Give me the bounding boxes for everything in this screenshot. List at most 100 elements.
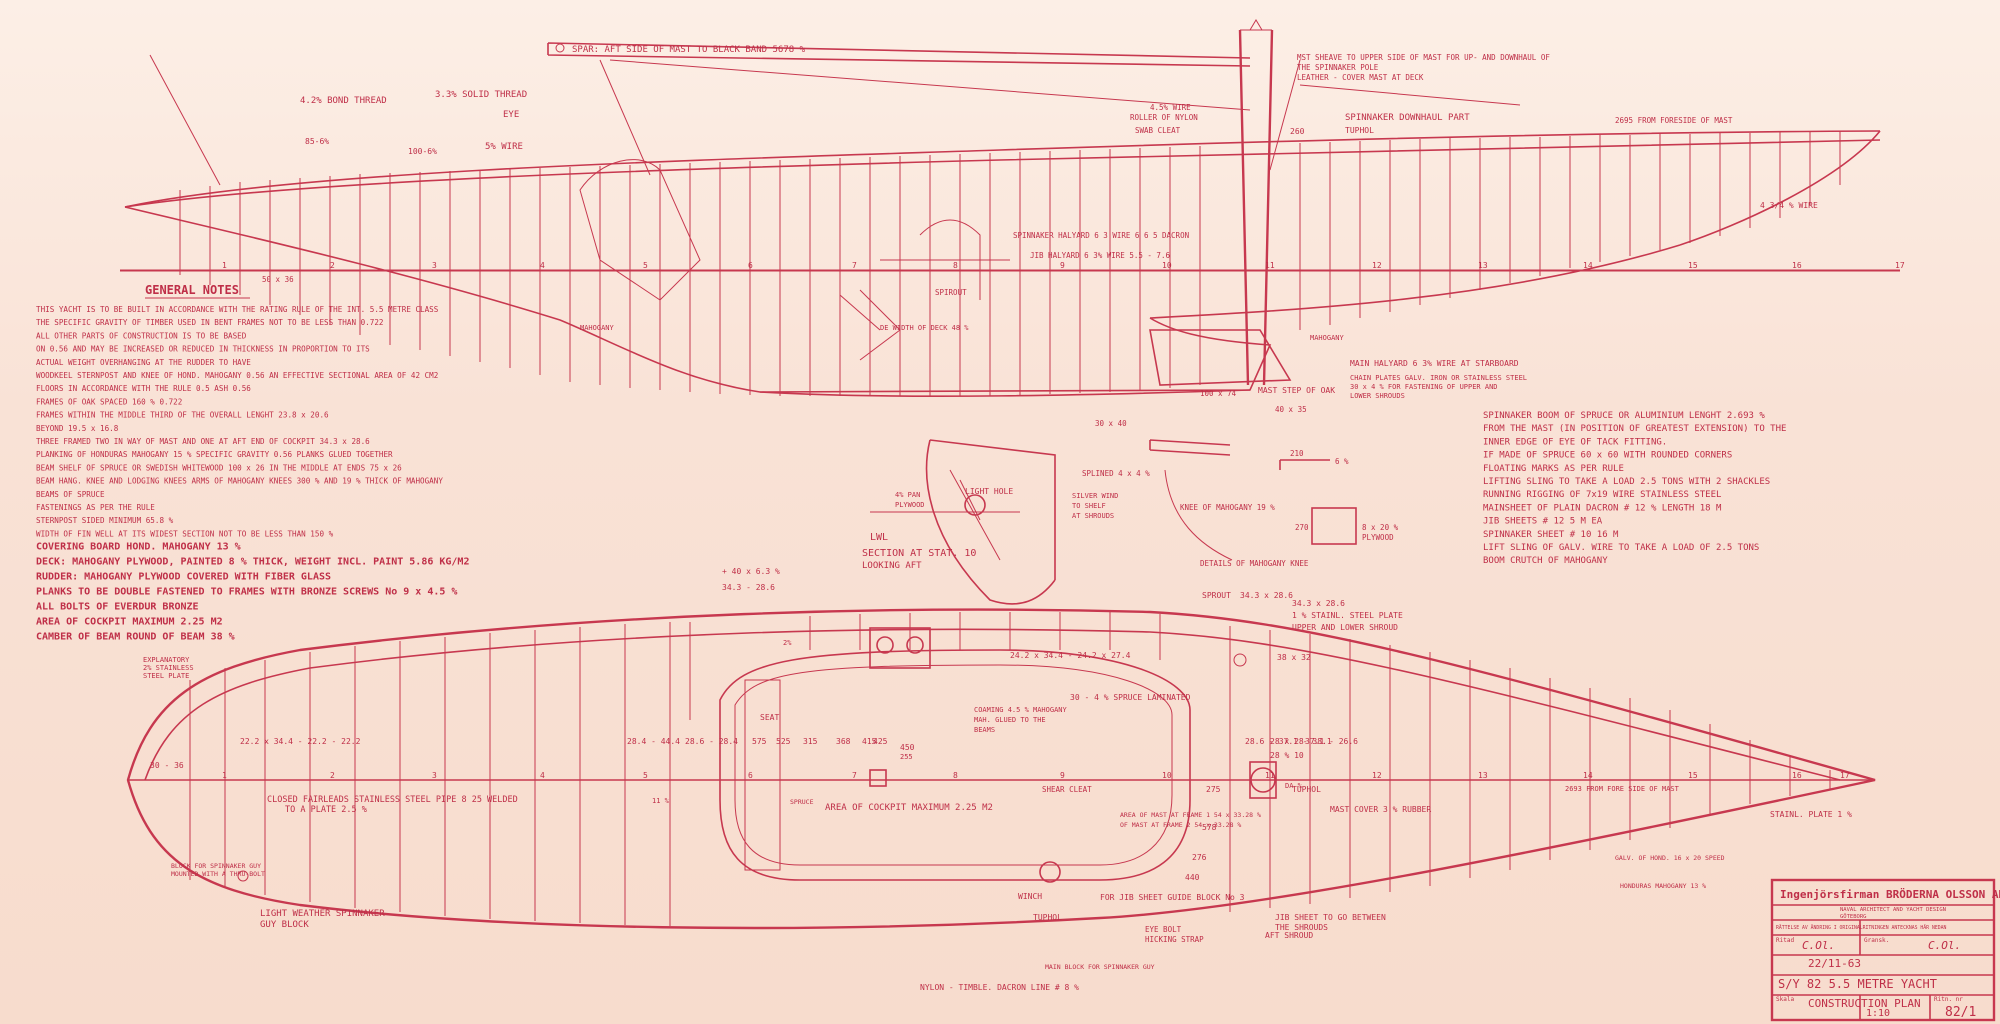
- callout-leather-cover: LEATHER - COVER MAST AT DECK: [1297, 73, 1424, 82]
- mast-partner: [1249, 761, 1277, 799]
- spinnaker-halyard: SPINNAKER HALYARD 6 3 WIRE 6 6 5 DACRON: [1013, 231, 1189, 240]
- drawing-title: CONSTRUCTION PLAN: [1808, 997, 1921, 1010]
- section-label-knee: KNEE OF MAHOGANY 19 %: [1180, 503, 1275, 512]
- company-sub2: GÖTEBORG: [1840, 913, 1867, 920]
- general-note-line: WOODKEEL STERNPOST AND KNEE OF HOND. MAH…: [36, 371, 438, 380]
- plan-label: 415: [862, 737, 877, 746]
- width-deck: DE WIDTH OF DECK 48 %: [880, 324, 969, 332]
- plan-station-number: 15: [1688, 771, 1698, 780]
- plan-label: 22.2 x 34.4 - 22.2 - 22.2: [240, 737, 361, 746]
- deck-beams: [189, 612, 1831, 926]
- callout-wire: 5% WIRE: [485, 142, 523, 152]
- winch-port: [876, 636, 894, 654]
- spinnaker-notes-lines: SPINNAKER BOOM OF SPRUCE OR ALUMINIUM LE…: [1483, 411, 1786, 566]
- checked-label: Gransk.: [1864, 937, 1889, 944]
- general-note-line: COVERING BOARD HOND. MAHOGANY 13 %: [36, 542, 241, 553]
- mast-step: MAST STEP OF OAK: [1258, 386, 1335, 395]
- after-body: [1149, 244, 1681, 319]
- drawn-label: Ritad: [1776, 937, 1794, 944]
- section-label-lighthole: LIGHT HOLE: [965, 487, 1013, 496]
- section-label-210: 210: [1290, 449, 1304, 458]
- section-label-plywood2: PLYWOOD: [1362, 533, 1394, 542]
- drawing-date: 22/11-63: [1808, 957, 1861, 970]
- callout-100-6: 100-6%: [408, 147, 437, 156]
- plan-label: STEEL PLATE: [143, 672, 189, 680]
- spinnaker-note-line: SPINNAKER SHEET # 10 16 M: [1483, 530, 1619, 540]
- section-label-splined: SPLINED 4 x 4 %: [1082, 469, 1150, 478]
- cockpit-inner: [734, 664, 1173, 866]
- plan-label: EXPLANATORY: [143, 656, 190, 664]
- title-block-frame: [1770, 878, 1996, 1022]
- drawn-by: C.Ol.: [1802, 939, 1835, 952]
- callout-2695: 2695 FROM FORESIDE OF MAST: [1615, 116, 1733, 125]
- plan-label: 315: [803, 737, 818, 746]
- plan-label: MAST COVER 3 % RUBBER: [1330, 805, 1431, 814]
- plan-label: 368: [836, 737, 851, 746]
- profile-station-number: 12: [1372, 261, 1382, 270]
- profile-station-number: 9: [1060, 261, 1065, 270]
- knee-curve: [1164, 469, 1233, 561]
- plan-label: MAH. GLUED TO THE: [974, 716, 1046, 724]
- checked-by: C.Ol.: [1928, 939, 1961, 952]
- plan-station-number: 12: [1372, 771, 1382, 780]
- spinnaker-notes: SPINNAKER BOOM OF SPRUCE OR ALUMINIUM LE…: [1483, 411, 1786, 566]
- plan-label: 575: [752, 737, 767, 746]
- general-note-line: ALL BOLTS OF EVERDUR BRONZE: [36, 602, 199, 613]
- plan-label: 37.1 - 26.6: [1305, 737, 1358, 746]
- shroud-plate: [1233, 653, 1247, 667]
- boom: [547, 42, 1251, 67]
- plan-label: 2%: [783, 639, 792, 647]
- tiller-fitting: [869, 769, 887, 787]
- plan-station-number: 8: [953, 771, 958, 780]
- dim-40x35: 40 x 35: [1275, 405, 1307, 414]
- general-notes: GENERAL NOTES THIS YACHT IS TO BE BUILT …: [36, 283, 469, 643]
- spinnaker-note-line: MAINSHEET OF PLAIN DACRON # 12 % LENGTH …: [1483, 503, 1722, 513]
- plan-label: 275: [1206, 785, 1221, 794]
- winch: [1039, 861, 1061, 883]
- spinnaker-note-line: LIFT SLING OF GALV. WIRE TO TAKE A LOAD …: [1483, 543, 1759, 553]
- plan-label: EYE BOLT: [1145, 925, 1182, 934]
- plan-label: 30 - 36: [150, 761, 184, 770]
- profile-station-number: 3: [432, 261, 437, 270]
- profile-station-number: 10: [1162, 261, 1172, 270]
- plan-label: AREA OF MAST AT FRAME 1 54 x 33.28 %: [1120, 811, 1261, 819]
- plan-label: 276: [1192, 853, 1207, 862]
- general-note-line: BEAM HANG. KNEE AND LODGING KNEES ARMS O…: [36, 477, 443, 486]
- plan-label: WINCH: [1018, 892, 1042, 901]
- callout-eye: EYE: [503, 110, 519, 120]
- plan-label: 450: [900, 743, 915, 752]
- mahogany-label-2: MAHOGANY: [1310, 334, 1345, 342]
- mast-hole: [1250, 767, 1276, 793]
- interior-detail: [839, 289, 901, 361]
- mast-head: [1240, 19, 1272, 31]
- plan-label: FOR JIB SHEET GUIDE BLOCK No 3: [1100, 893, 1245, 902]
- mast: [1238, 29, 1274, 386]
- top-label: SPAR: AFT SIDE OF MAST TO BLACK BAND 567…: [572, 45, 806, 55]
- plan-label: SPRUCE: [790, 798, 814, 806]
- section-subtitle: LOOKING AFT: [862, 561, 922, 571]
- plan-station-number: 16: [1792, 771, 1802, 780]
- section-label-shrouds: AT SHROUDS: [1072, 512, 1114, 520]
- sprout-plate: 1 % STAINL. STEEL PLATE: [1292, 611, 1403, 620]
- plan-station-number: 17: [1840, 771, 1850, 780]
- spinnaker-note-line: FROM THE MAST (IN POSITION OF GREATEST E…: [1483, 424, 1786, 434]
- chain-plates-2: 30 x 4 % FOR FASTENING OF UPPER AND: [1350, 383, 1498, 391]
- project-name: S/Y 82 5.5 METRE YACHT: [1778, 977, 1937, 991]
- plan-label: 38 x 32: [1277, 653, 1311, 662]
- sprout-dim-2: 34.3 x 28.6: [1292, 599, 1345, 608]
- cockpit-coaming: [719, 649, 1191, 881]
- spinnaker-note-line: IF MADE OF SPRUCE 60 x 60 WITH ROUNDED C…: [1483, 451, 1732, 461]
- plan-label: 525: [776, 737, 791, 746]
- callout-85-6: 85-6%: [305, 137, 329, 146]
- plan-label: 28 % 10: [1270, 751, 1304, 760]
- winch-starboard: [906, 636, 924, 654]
- plan-label: SEAT: [760, 713, 779, 722]
- covering-board-inner: [144, 628, 1841, 781]
- forward-bulkhead: [579, 159, 701, 301]
- plan-station-number: 6: [748, 771, 753, 780]
- general-note-line: FLOORS IN ACCORDANCE WITH THE RULE 0.5 A…: [36, 384, 251, 393]
- callout-solid-thread: 3.3% SOLID THREAD: [435, 90, 527, 100]
- section-label-shelf: TO SHELF: [1072, 502, 1106, 510]
